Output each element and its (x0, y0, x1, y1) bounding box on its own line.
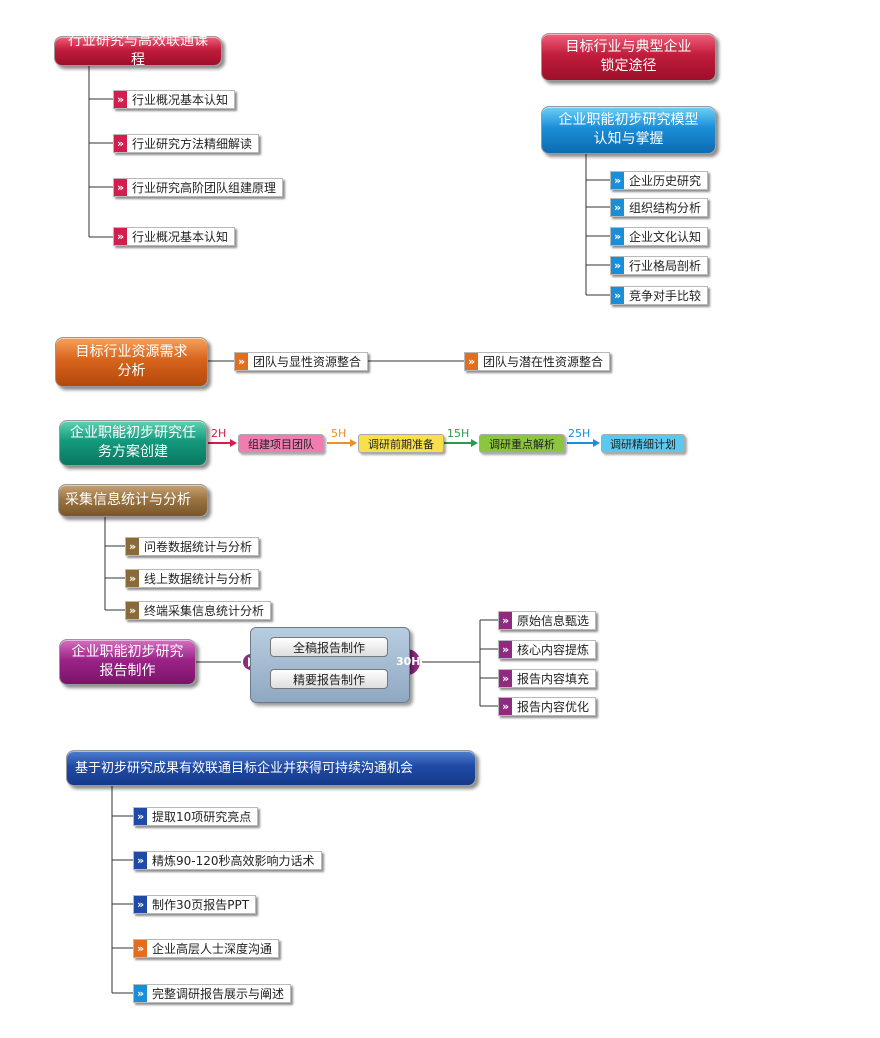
report-item: » 原始信息甄选 (498, 611, 597, 630)
collect-item: » 问卷数据统计与分析 (125, 537, 260, 556)
report-panel: 全稿报告制作 精要报告制作 (250, 627, 410, 703)
model-item: » 组织结构分析 (610, 198, 709, 217)
duration-label: 25H (568, 427, 591, 440)
double-chevron-icon: » (235, 353, 248, 370)
collect-item: » 线上数据统计与分析 (125, 569, 260, 588)
double-chevron-icon: » (114, 228, 127, 245)
double-chevron-icon: » (114, 91, 127, 108)
double-chevron-icon: » (499, 670, 512, 687)
contact-item: » 制作30页报告PPT (133, 895, 257, 914)
double-chevron-icon: » (611, 257, 624, 274)
duration-label: 5H (331, 427, 347, 440)
double-chevron-icon: » (499, 698, 512, 715)
double-chevron-icon: » (126, 538, 139, 555)
double-chevron-icon: » (126, 570, 139, 587)
resource-item: » 团队与潜在性资源整合 (464, 352, 611, 371)
double-chevron-icon: » (114, 135, 127, 152)
target-path-header: 目标行业与典型企业锁定途径 (541, 33, 716, 81)
model-item: » 企业文化认知 (610, 227, 709, 246)
double-chevron-icon: » (114, 179, 127, 196)
course-item: » 行业研究高阶团队组建原理 (113, 178, 284, 197)
brief-report-button[interactable]: 精要报告制作 (270, 669, 388, 689)
report-header: 企业职能初步研究报告制作 (59, 639, 196, 685)
report-item: » 报告内容填充 (498, 669, 597, 688)
report-duration-badge: 30H (396, 655, 421, 668)
duration-label: 2H (211, 427, 227, 440)
resource-item: » 团队与显性资源整合 (234, 352, 369, 371)
double-chevron-icon: » (465, 353, 478, 370)
double-chevron-icon: » (134, 852, 147, 869)
report-item: » 报告内容优化 (498, 697, 597, 716)
double-chevron-icon: » (499, 641, 512, 658)
report-item: » 核心内容提炼 (498, 640, 597, 659)
double-chevron-icon: » (134, 896, 147, 913)
duration-label: 15H (447, 427, 470, 440)
model-item: » 企业历史研究 (610, 171, 709, 190)
course-item: » 行业研究方法精细解读 (113, 134, 260, 153)
task-step: 调研精细计划 (601, 434, 685, 453)
double-chevron-icon: » (499, 612, 512, 629)
double-chevron-icon: » (134, 940, 147, 957)
task-step: 组建项目团队 (238, 434, 324, 453)
collect-header: 采集信息统计与分析 (58, 484, 208, 517)
contact-item: » 提取10项研究亮点 (133, 807, 259, 826)
model-item: » 竞争对手比较 (610, 286, 709, 305)
contact-item: » 企业高层人士深度沟通 (133, 939, 280, 958)
contact-item: » 精炼90-120秒高效影响力话术 (133, 851, 322, 870)
double-chevron-icon: » (611, 172, 624, 189)
collect-item: » 终端采集信息统计分析 (125, 601, 272, 620)
contact-item: » 完整调研报告展示与阐述 (133, 984, 292, 1003)
double-chevron-icon: » (611, 228, 624, 245)
double-chevron-icon: » (134, 985, 147, 1002)
model-header: 企业职能初步研究模型认知与掌握 (541, 106, 716, 154)
task-step: 调研重点解析 (479, 434, 565, 453)
course-header: 行业研究与高效联通课程 (54, 33, 222, 68)
task-header: 企业职能初步研究任务方案创建 (59, 420, 207, 466)
double-chevron-icon: » (611, 287, 624, 304)
double-chevron-icon: » (134, 808, 147, 825)
course-item: » 行业概况基本认知 (113, 227, 236, 246)
full-report-button[interactable]: 全稿报告制作 (270, 637, 388, 657)
double-chevron-icon: » (611, 199, 624, 216)
double-chevron-icon: » (126, 602, 139, 619)
course-item: » 行业概况基本认知 (113, 90, 236, 109)
model-item: » 行业格局剖析 (610, 256, 709, 275)
task-step: 调研前期准备 (358, 434, 444, 453)
contact-header: 基于初步研究成果有效联通目标企业并获得可持续沟通机会 (66, 750, 476, 786)
resource-header: 目标行业资源需求分析 (55, 337, 208, 387)
